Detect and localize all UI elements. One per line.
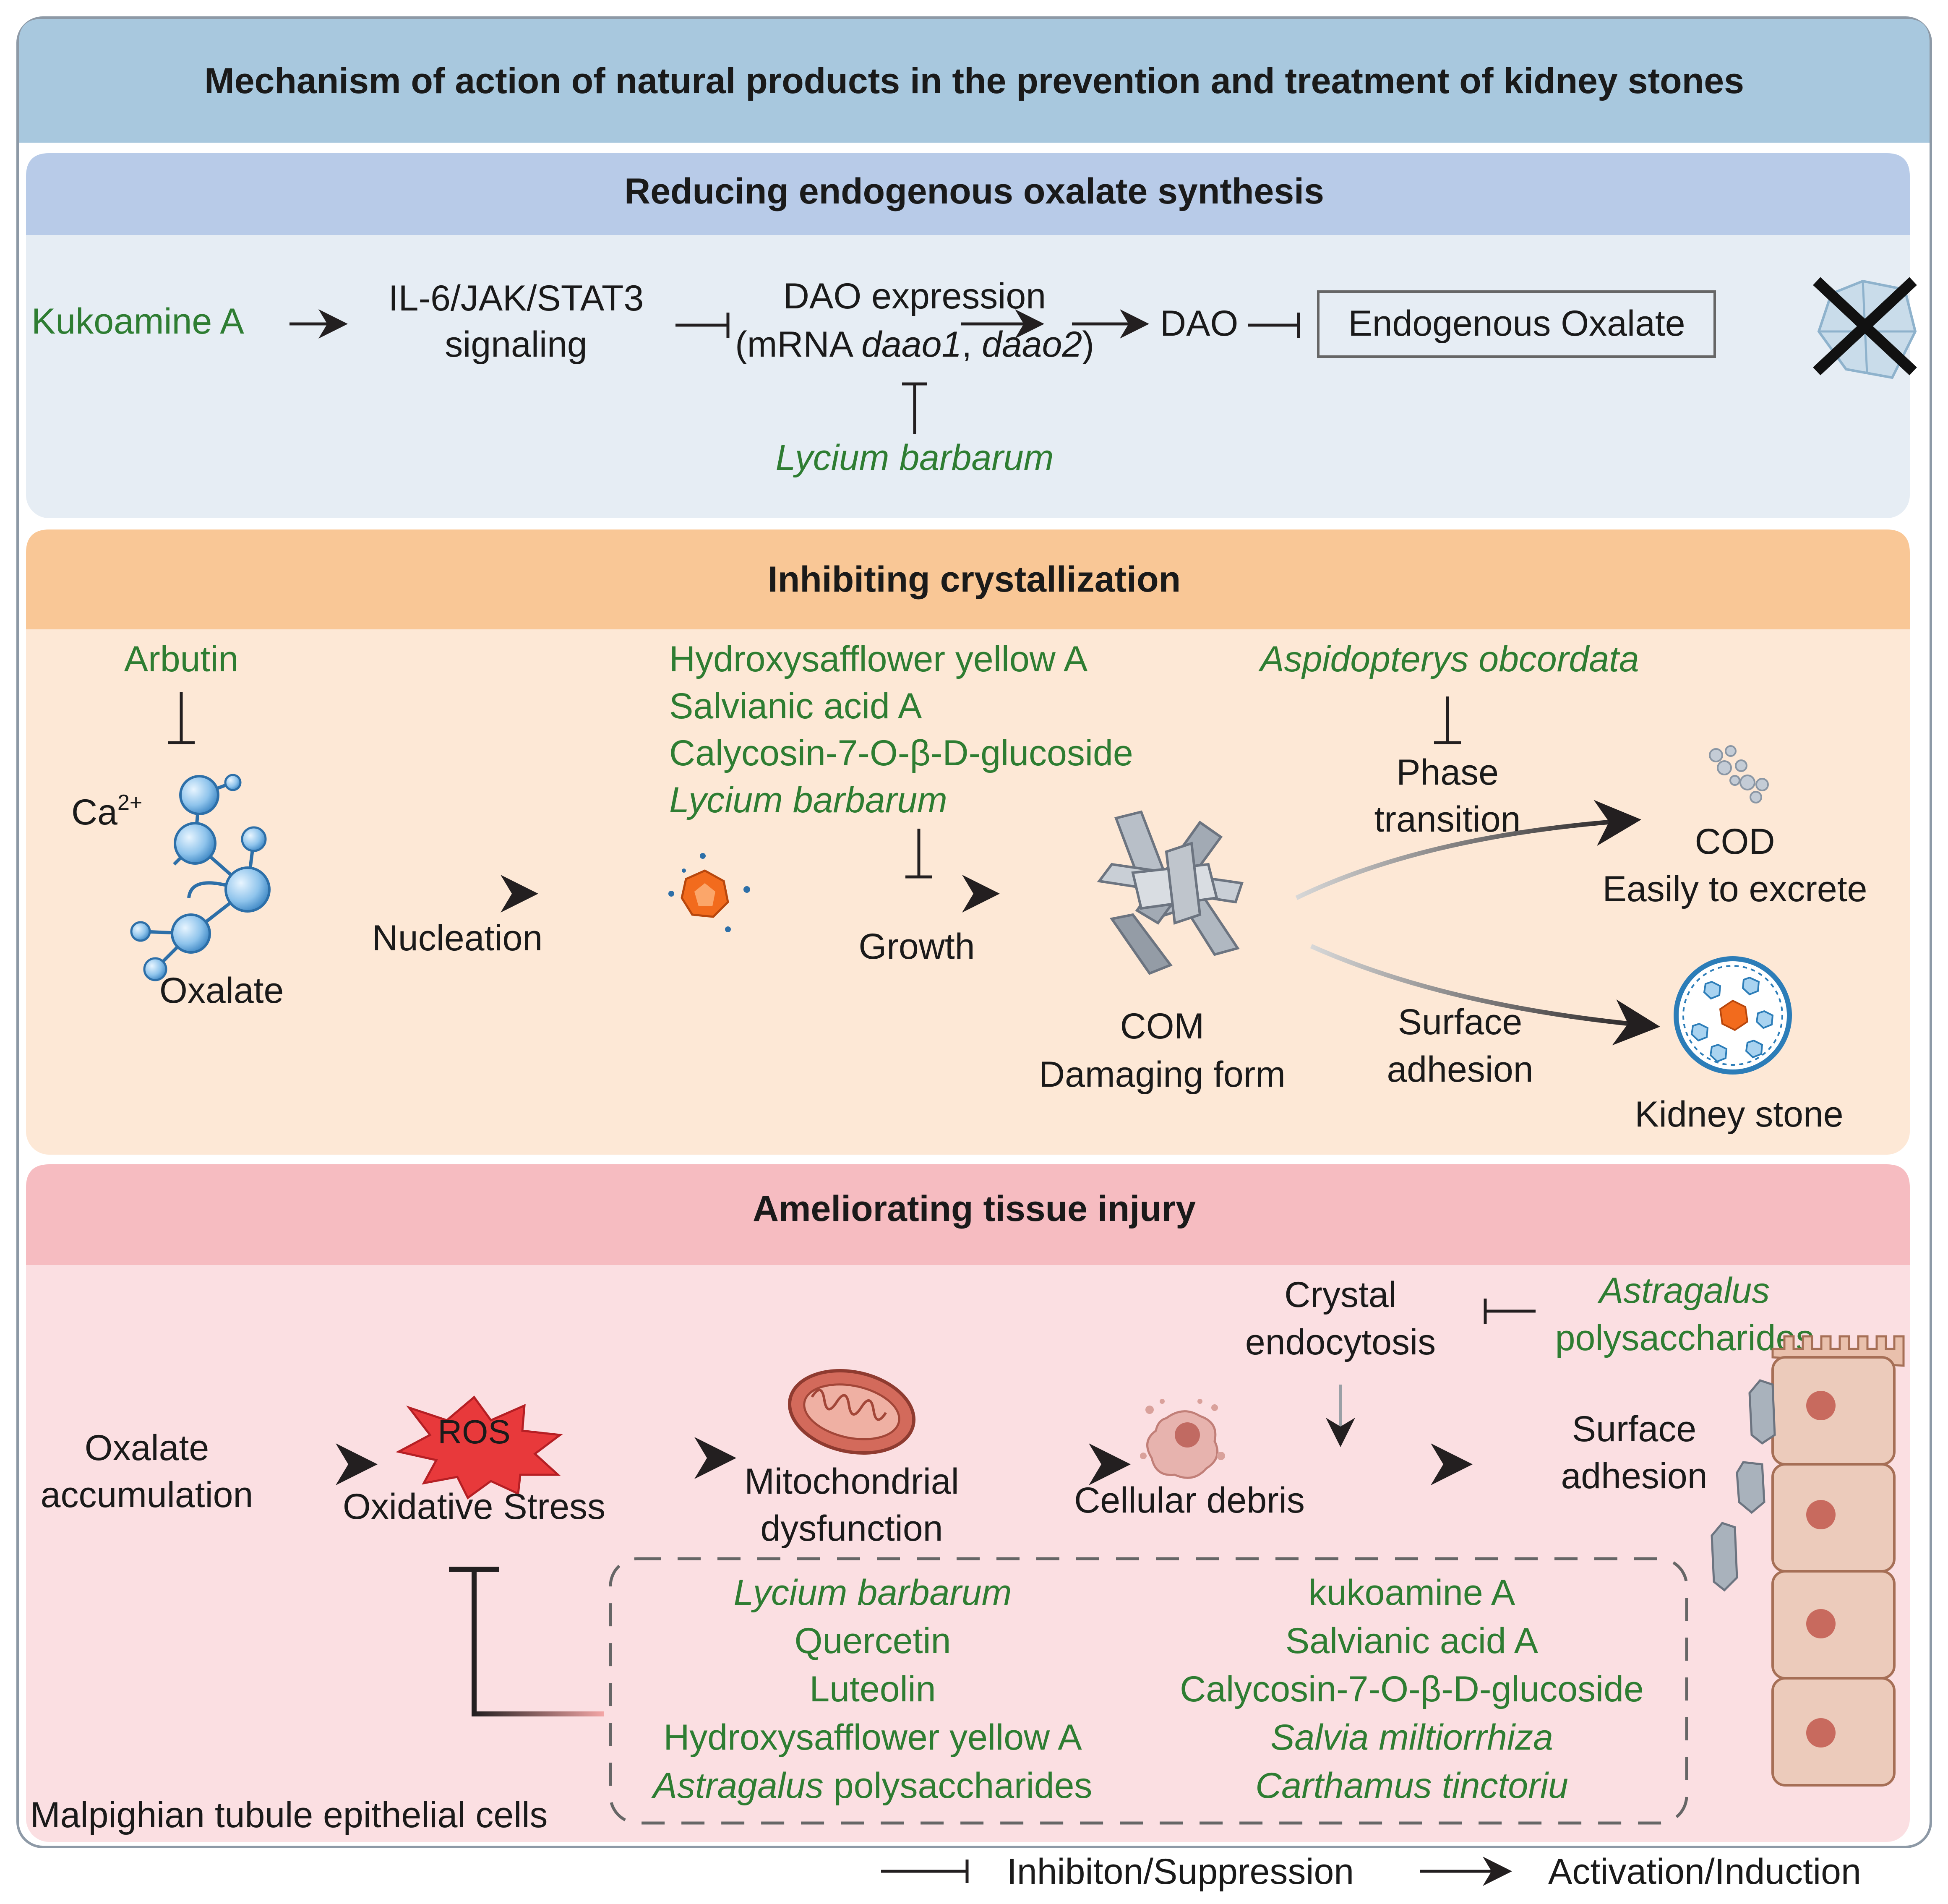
growth-label: Growth	[858, 926, 975, 967]
kukoamine-a-label: Kukoamine A	[31, 301, 244, 342]
oxalate-accumulation-line2: accumulation	[41, 1475, 253, 1515]
panel2-header-band	[26, 529, 1910, 629]
cellular-debris-label: Cellular debris	[1074, 1480, 1305, 1521]
protective-left-4: Hydroxysafflower yellow A	[663, 1717, 1082, 1758]
inhibit-lycium-to-dao	[902, 382, 927, 434]
aspidopterys-label: Aspidopterys obcordata	[1258, 639, 1639, 679]
astragalus-label-line2: polysaccharides	[1555, 1318, 1814, 1358]
cod-label-line2: Easily to excrete	[1603, 869, 1867, 909]
panel1-header: Reducing endogenous oxalate synthesis	[624, 171, 1324, 211]
protective-left-3: Luteolin	[809, 1669, 936, 1709]
panel2-header: Inhibiting crystallization	[768, 559, 1181, 600]
legend-inhibition-label: Inhibiton/Suppression	[1007, 1852, 1354, 1892]
crystal-endocytosis-line1: Crystal	[1284, 1275, 1397, 1315]
oxalate-molecule-icon	[130, 774, 271, 981]
surface-adhesion-p3-line1: Surface	[1572, 1409, 1696, 1449]
epithelial-cells-icon	[1711, 1335, 1905, 1787]
com-label-line1: COM	[1120, 1006, 1205, 1046]
natural-products-dashed-box	[609, 1557, 1688, 1825]
mitochondrion-icon	[788, 1369, 916, 1455]
arrow-surface-adhesion-p2	[1310, 944, 1660, 1046]
panel3-header: Ameliorating tissue injury	[753, 1189, 1196, 1229]
mitochondrial-line1: Mitochondrial	[744, 1461, 959, 1502]
mitochondrial-line2: dysfunction	[760, 1508, 943, 1549]
panel3-body	[26, 1164, 1910, 1842]
com-crystal-cluster-icon	[1097, 810, 1244, 975]
surface-adhesion-p2-line1: Surface	[1398, 1002, 1522, 1042]
surface-adhesion-p2-line2: adhesion	[1387, 1049, 1533, 1090]
protective-right-4: Salvia miltiorrhiza	[1270, 1717, 1553, 1758]
growth-inhibitor-3: Calycosin-7-O-β-D-glucoside	[669, 733, 1133, 773]
panel2-body	[26, 529, 1910, 1155]
panel3-header-band	[26, 1164, 1910, 1265]
growth-inhibitor-list: Hydroxysafflower yellow A Salvianic acid…	[669, 639, 1133, 820]
inhibit-arbutin	[168, 692, 195, 744]
endogenous-oxalate-label: Endogenous Oxalate	[1348, 303, 1685, 344]
inhibit-phase-transition	[1434, 696, 1461, 744]
dao-expression-line1: DAO expression	[783, 276, 1046, 316]
panel1-header-band	[26, 153, 1910, 235]
dao-label: DAO	[1160, 303, 1238, 344]
crystal-endocytosis-line2: endocytosis	[1245, 1322, 1436, 1362]
protective-list-right: kukoamine A Salvianic acid A Calycosin-7…	[1180, 1573, 1644, 1806]
inhibit-bracket-oxidative-stress	[472, 1569, 604, 1716]
legend: Inhibiton/Suppression Activation/Inducti…	[881, 1852, 1861, 1892]
signaling-label-line1: IL-6/JAK/STAT3	[389, 278, 644, 318]
nucleation-label: Nucleation	[372, 918, 542, 958]
inhibit-growth	[905, 829, 932, 879]
oxidative-stress-label: Oxidative Stress	[343, 1487, 605, 1527]
crossed-out-crystal-icon	[1813, 277, 1917, 379]
panel-ameliorating-injury: Ameliorating tissue injury Crystal endoc…	[26, 1164, 1910, 1842]
arbutin-label: Arbutin	[124, 639, 239, 679]
protective-right-1: kukoamine A	[1309, 1573, 1515, 1613]
kidney-stone-icon	[1674, 956, 1792, 1075]
oxalate-accumulation-line1: Oxalate	[85, 1428, 209, 1468]
growth-inhibitor-1: Hydroxysafflower yellow A	[669, 639, 1088, 679]
surface-adhesion-p3-line2: adhesion	[1561, 1456, 1707, 1496]
protective-left-2: Quercetin	[795, 1621, 951, 1661]
panel-inhibiting-crystallization: Inhibiting crystallization Arbutin	[26, 529, 1910, 1155]
cellular-debris-icon	[1140, 1399, 1225, 1479]
title-band	[19, 19, 1930, 143]
panel-reducing-oxalate: Reducing endogenous oxalate synthesis Ku…	[26, 153, 1917, 518]
inhibit-dao-to-oxalate	[1248, 313, 1300, 338]
protective-left-5: Astragalus polysaccharides	[651, 1766, 1093, 1806]
astragalus-label-line1: Astragalus	[1597, 1270, 1770, 1311]
protective-right-5: Carthamus tinctoriu	[1255, 1766, 1568, 1806]
kidney-stone-label: Kidney stone	[1635, 1094, 1843, 1135]
lycium-barbarum-label-p1: Lycium barbarum	[776, 438, 1054, 478]
phase-transition-line1: Phase	[1396, 752, 1499, 793]
growth-inhibitor-2: Salvianic acid A	[669, 686, 922, 726]
protective-right-3: Calycosin-7-O-β-D-glucoside	[1180, 1669, 1644, 1709]
protective-right-2: Salvianic acid A	[1286, 1621, 1539, 1661]
com-label-line2: Damaging form	[1039, 1054, 1286, 1095]
crystal-nucleus-icon	[668, 853, 750, 932]
arrow-phase-transition	[1295, 800, 1641, 900]
protective-list-left: Lycium barbarum Quercetin Luteolin Hydro…	[651, 1573, 1093, 1806]
panel1-body	[26, 153, 1910, 518]
protective-left-1: Lycium barbarum	[734, 1573, 1012, 1613]
inhibit-signaling-to-dao	[675, 313, 730, 338]
legend-inhibition-symbol	[881, 1860, 969, 1883]
calcium-ion-label: Ca2+	[71, 790, 142, 832]
growth-inhibitor-4: Lycium barbarum	[669, 780, 947, 820]
legend-activation-label: Activation/Induction	[1548, 1852, 1861, 1892]
dao-expression-line2: (mRNA daao1, daao2)	[735, 324, 1094, 365]
phase-transition-line2: transition	[1374, 799, 1521, 840]
ros-label: ROS	[438, 1413, 510, 1450]
ros-burst-icon	[395, 1395, 563, 1500]
oxalate-label: Oxalate	[159, 970, 284, 1011]
cod-label-line1: COD	[1695, 822, 1775, 862]
malpighian-cells-label: Malpighian tubule epithelial cells	[30, 1795, 548, 1835]
figure-title: Mechanism of action of natural products …	[204, 61, 1744, 101]
cod-crystals-icon	[1709, 745, 1769, 803]
inhibit-crystal-endocytosis	[1484, 1299, 1536, 1324]
signaling-label-line2: signaling	[445, 324, 587, 365]
endogenous-oxalate-box	[1317, 290, 1716, 358]
